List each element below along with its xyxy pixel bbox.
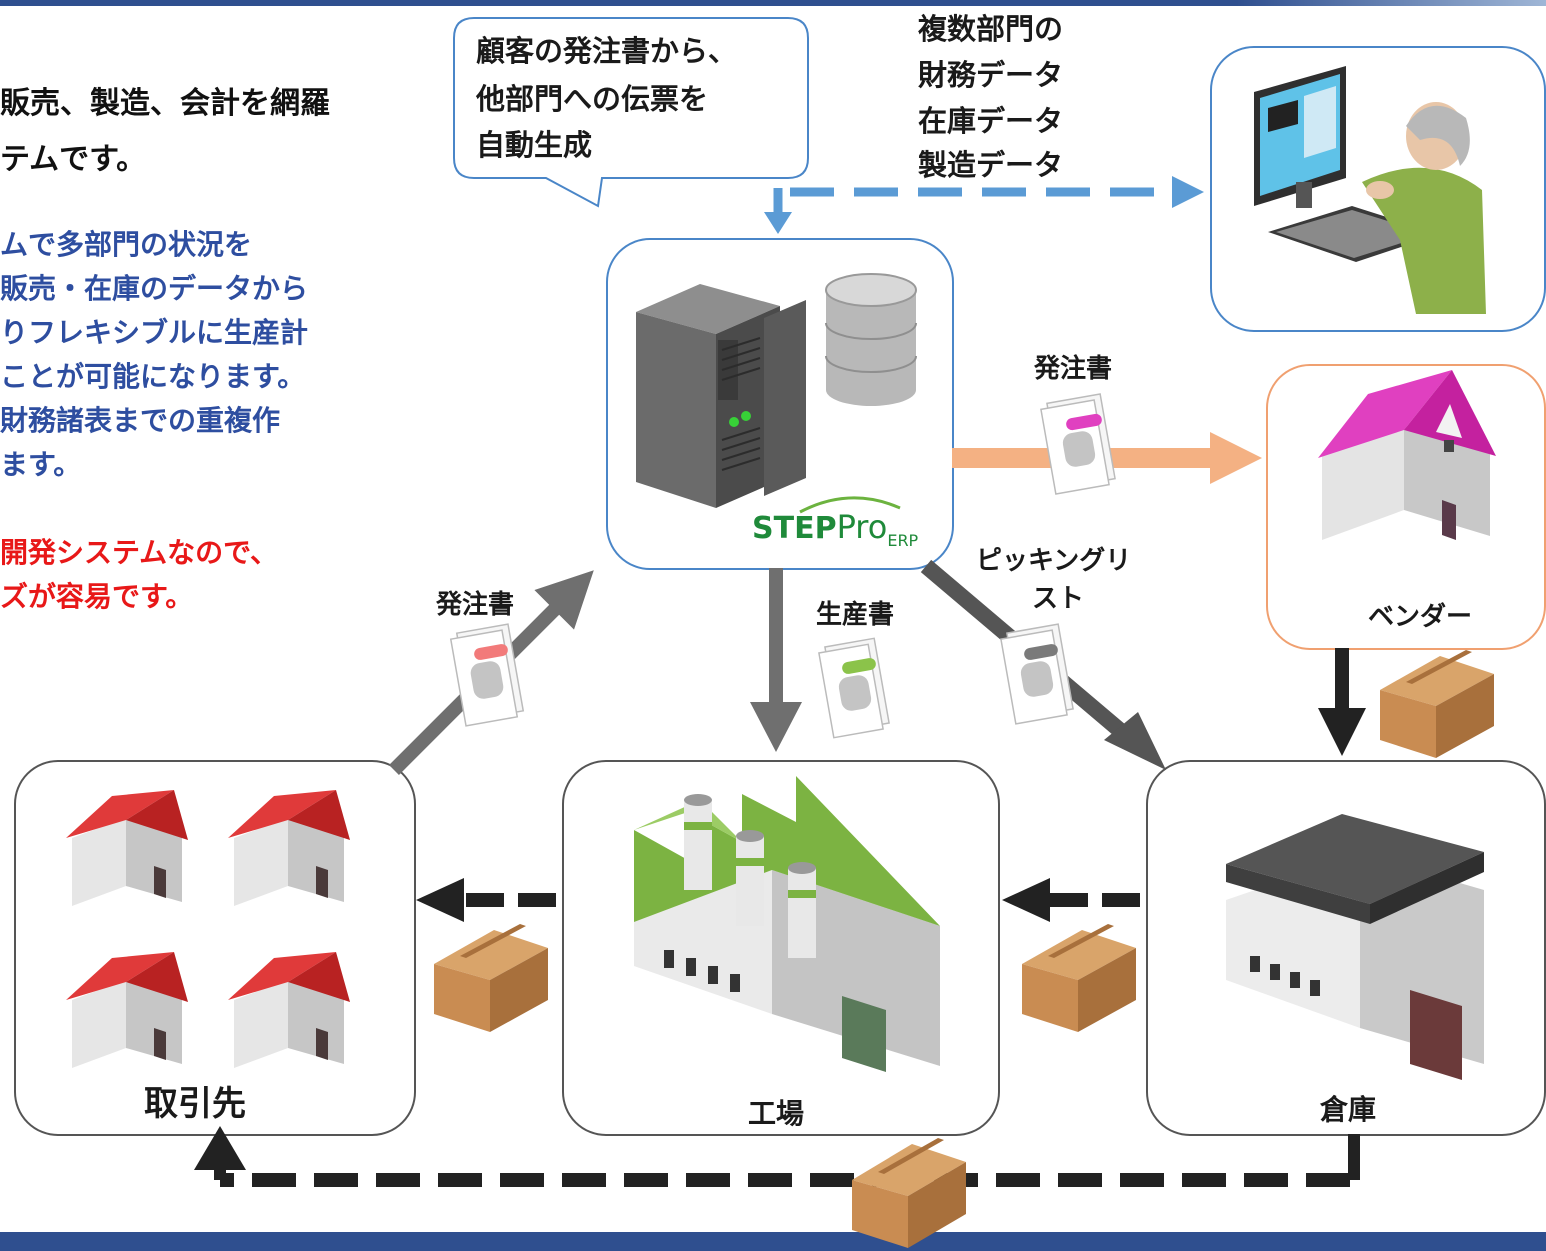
database-icon [825,273,917,406]
top-accent-bar [0,0,1546,6]
dash-factory-to-customers [416,878,560,922]
logo-step: STEP [752,511,837,546]
blue-dash-link [764,176,1204,234]
callout-line-1: 顧客の発注書から、 [476,34,738,68]
intro-line-1: 販売、製造、会計を網羅 [0,86,330,121]
label-vendor: ベンダー [1368,602,1473,632]
steppro-logo: STEPProERP [752,508,918,550]
bottom-accent-bar [0,1232,1546,1251]
callout-line-3: 自動生成 [476,128,593,162]
logo-erp: ERP [887,531,919,550]
doc-production [818,637,890,739]
intro-red-1: 開発システムなので、 [0,536,279,569]
doc-order-customer [449,623,525,727]
vendor-house-icon [1318,370,1496,540]
intro-blue-5: 財務諸表までの重複作 [0,404,281,437]
user-computer-icon [1254,66,1486,314]
data-types-line-3: 在庫データ [918,104,1064,138]
data-types-line-2: 財務データ [918,58,1064,92]
label-warehouse: 倉庫 [1320,1093,1377,1126]
cardboard-box-bottom [852,1138,966,1248]
intro-blue-1: ムで多部門の状況を [0,228,253,261]
customer-houses-icon [66,790,350,1068]
label-factory: 工場 [748,1097,805,1130]
label-picking-2: スト [1032,584,1085,614]
server-icon [636,284,806,508]
intro-blue-4: ことが可能になります。 [0,360,306,393]
intro-blue-2: 販売・在庫のデータから [0,272,309,305]
intro-red-2: ズが容易です。 [0,580,194,613]
cardboard-box-vendor [1380,650,1494,758]
logo-swoosh [799,496,901,514]
label-production: 生産書 [816,600,895,630]
callout-line-2: 他部門への伝票を [476,82,709,116]
warehouse-icon [1226,814,1484,1080]
gray-arrow-server-to-factory [750,568,802,752]
label-customers: 取引先 [144,1084,246,1124]
cardboard-box-factory [434,924,548,1032]
intro-blue-3: りフレキシブルに生産計 [0,316,309,349]
data-types-line-4: 製造データ [918,148,1064,182]
dash-warehouse-to-factory [1002,878,1146,922]
factory-icon [634,776,940,1072]
cardboard-box-warehouse [1022,924,1136,1032]
customers-box [14,760,416,1136]
intro-blue-6: ます。 [0,448,82,481]
callout-bubble [453,17,809,208]
doc-picking-list [1000,623,1074,725]
arrow-vendor-to-warehouse [1318,648,1366,756]
logo-pro: Pro [836,508,888,546]
label-order-customer: 発注書 [436,590,515,620]
dash-warehouse-to-customers [194,1126,1360,1187]
label-picking-1: ピッキングリ [976,546,1132,576]
intro-line-2: テムです。 [0,142,147,177]
doc-order-vendor [1040,393,1116,495]
data-types-line-1: 複数部門の [918,12,1064,46]
label-order-vendor: 発注書 [1034,354,1113,384]
